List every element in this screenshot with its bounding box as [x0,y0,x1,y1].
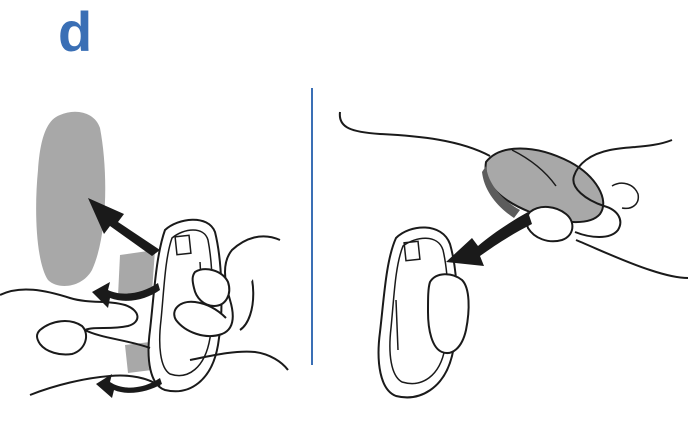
left-panel [0,112,288,398]
arrow-icon [446,212,532,266]
hand-icon [576,240,688,278]
right-panel [340,112,688,397]
cable-icon [340,112,490,156]
hand-icon [612,183,638,208]
mount-pad [428,274,469,353]
hand-icon [30,375,160,395]
hand-icon [37,321,86,354]
gray-pad-shape [36,112,105,286]
